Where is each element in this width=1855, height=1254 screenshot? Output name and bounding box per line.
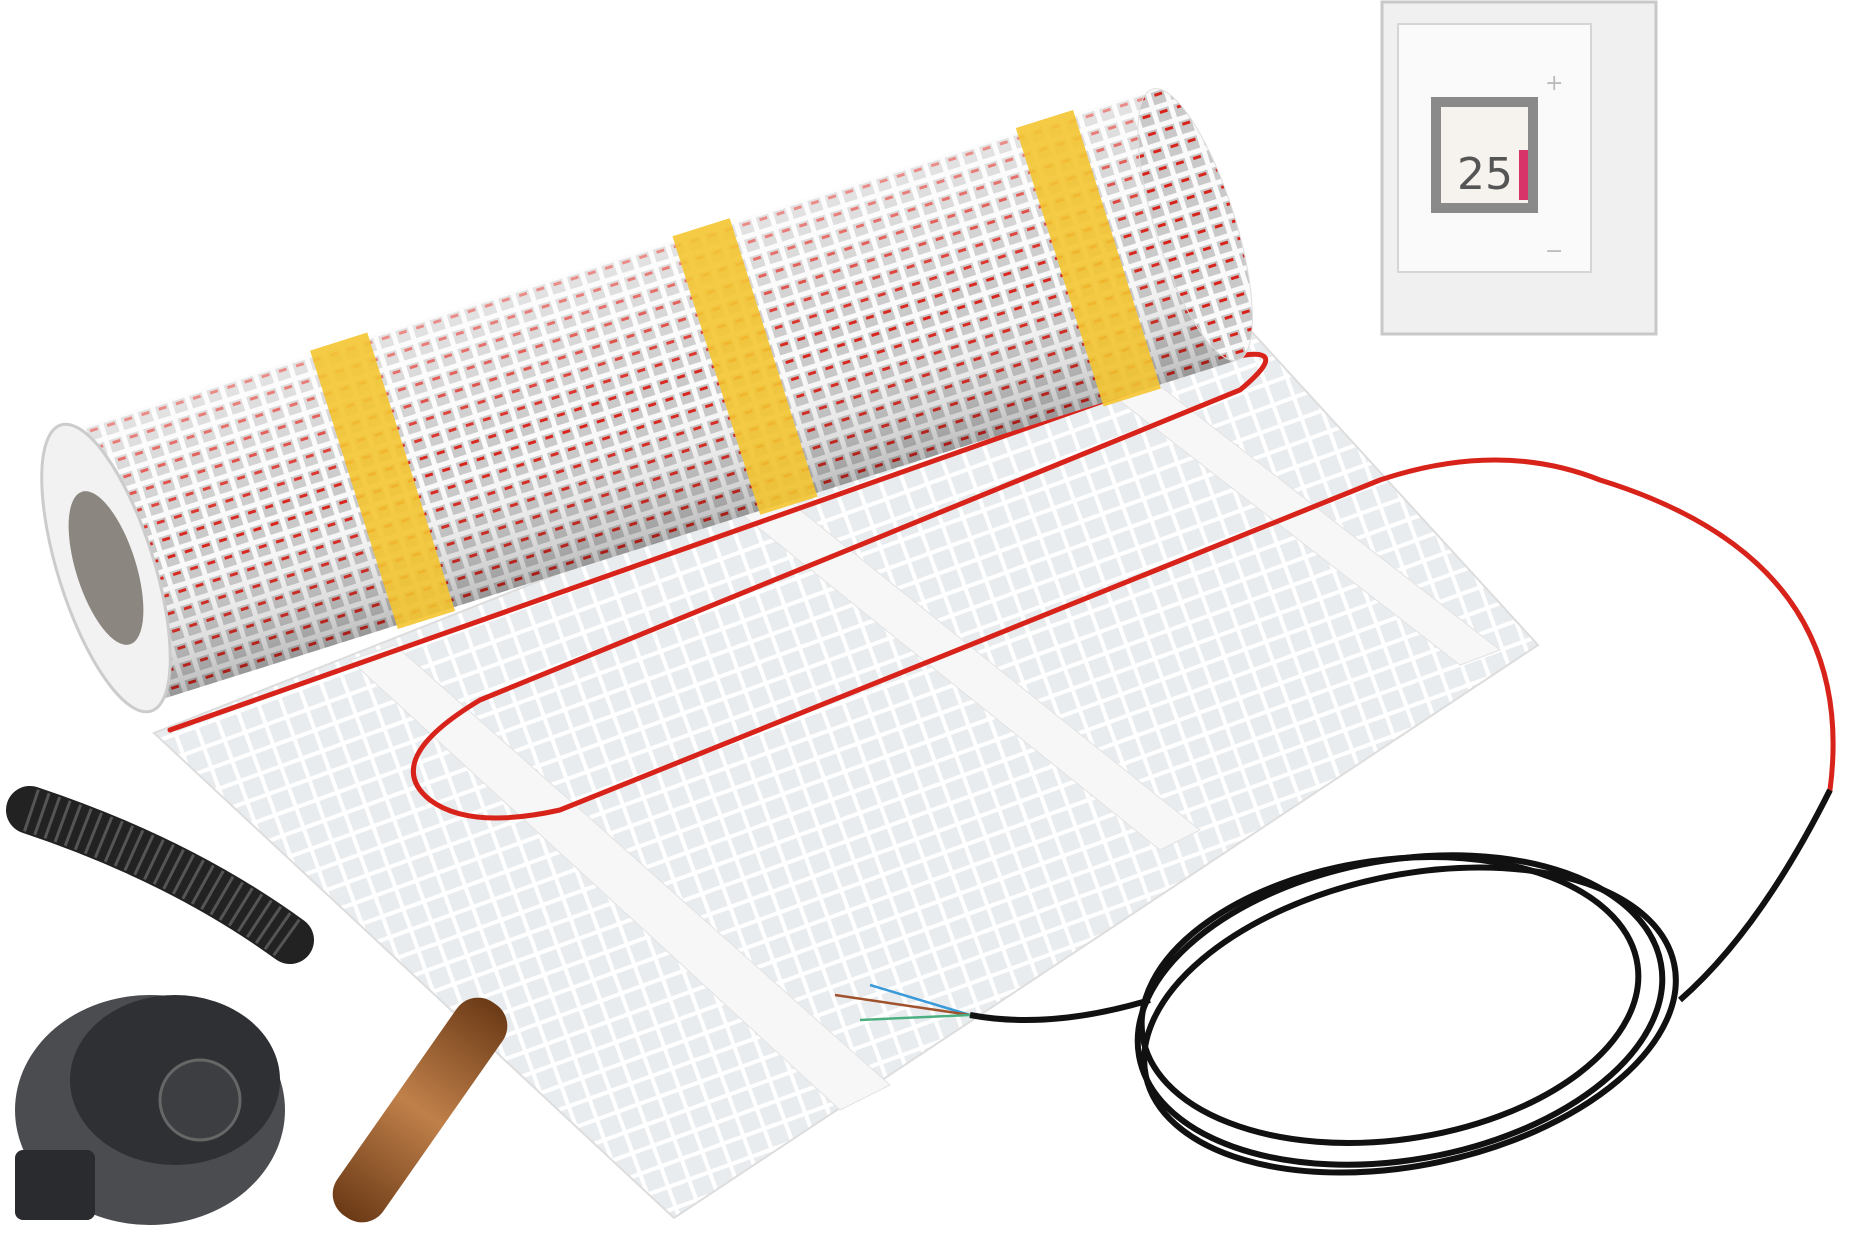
thermostat: 25 + − [1380, 0, 1658, 336]
power-lead-coil [969, 788, 1833, 1176]
lead-wire-ends [834, 983, 971, 1022]
heating-mat-roll [40, 88, 1253, 714]
plus-icon: + [1545, 71, 1563, 96]
thermostat-temperature: 25 [1457, 149, 1513, 200]
heating-mat-flat [152, 306, 1836, 1220]
minus-icon: − [1545, 239, 1563, 264]
heating-cable [167, 351, 1836, 821]
crimp-connector [332, 997, 508, 1223]
junction-box [15, 995, 285, 1225]
corrugated-conduit [6, 786, 314, 964]
yellow-binding-tapes [310, 110, 1161, 630]
